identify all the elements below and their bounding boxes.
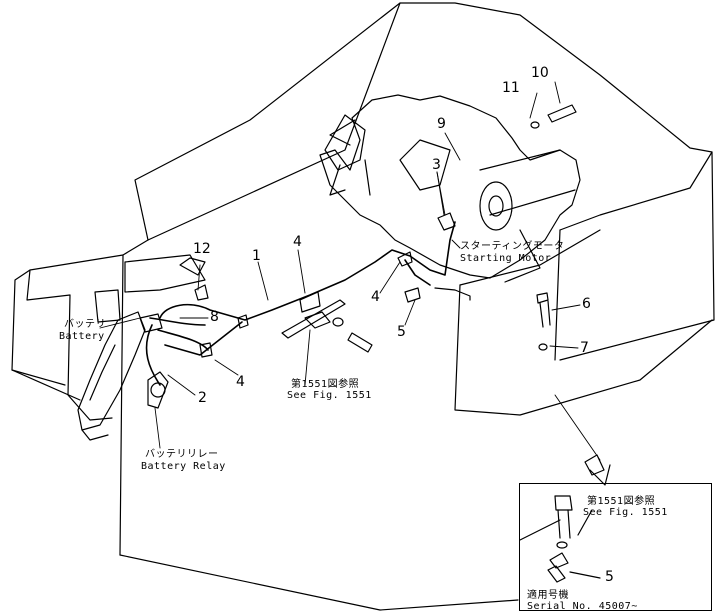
callout-4b: 4 xyxy=(236,374,245,390)
starting-motor-label-jp: スターティングモータ xyxy=(460,241,565,252)
callout-3: 3 xyxy=(432,157,441,173)
clamps-and-fasteners xyxy=(139,212,551,409)
callout-5-inset: 5 xyxy=(605,569,614,585)
serial-label-jp: 適用号機 xyxy=(527,590,569,601)
battery-label-en: Battery xyxy=(59,331,105,342)
machine-body-outline xyxy=(11,2,715,611)
cable-harness xyxy=(145,221,456,386)
engine-assembly xyxy=(319,94,581,283)
starting-motor-label-en: Starting Motor xyxy=(460,253,552,264)
battery-relay-label-en: Battery Relay xyxy=(141,461,226,472)
battery-label-jp: バッテリ xyxy=(64,319,106,330)
callout-8: 8 xyxy=(210,309,219,325)
callout-2: 2 xyxy=(198,390,207,406)
battery-relay-label-jp: バッテリリレー xyxy=(145,449,219,460)
callout-11: 11 xyxy=(502,80,520,96)
inset-see-fig-label-jp: 第1551図参照 xyxy=(587,496,656,507)
callout-1: 1 xyxy=(252,248,261,264)
callout-7: 7 xyxy=(580,340,589,356)
callout-10: 10 xyxy=(531,65,549,81)
inset-detail-drawing xyxy=(547,495,601,583)
callout-6: 6 xyxy=(582,296,591,312)
see-fig-label-jp: 第1551図参照 xyxy=(291,379,360,390)
inset-see-fig-label-en: See Fig. 1551 xyxy=(583,507,668,518)
callout-5: 5 xyxy=(397,324,406,340)
callout-4a: 4 xyxy=(293,234,302,250)
callout-4c: 4 xyxy=(371,289,380,305)
callout-12: 12 xyxy=(193,241,211,257)
battery-box xyxy=(179,257,206,276)
inset-arrow xyxy=(584,454,611,486)
leader-lines xyxy=(99,171,601,461)
serial-inset-box xyxy=(519,483,712,611)
see-fig-label-en: See Fig. 1551 xyxy=(287,390,372,401)
seat-lever-assembly xyxy=(77,311,146,441)
serial-label-en: Serial No. 45007~ xyxy=(527,601,638,612)
callout-9: 9 xyxy=(437,116,446,132)
